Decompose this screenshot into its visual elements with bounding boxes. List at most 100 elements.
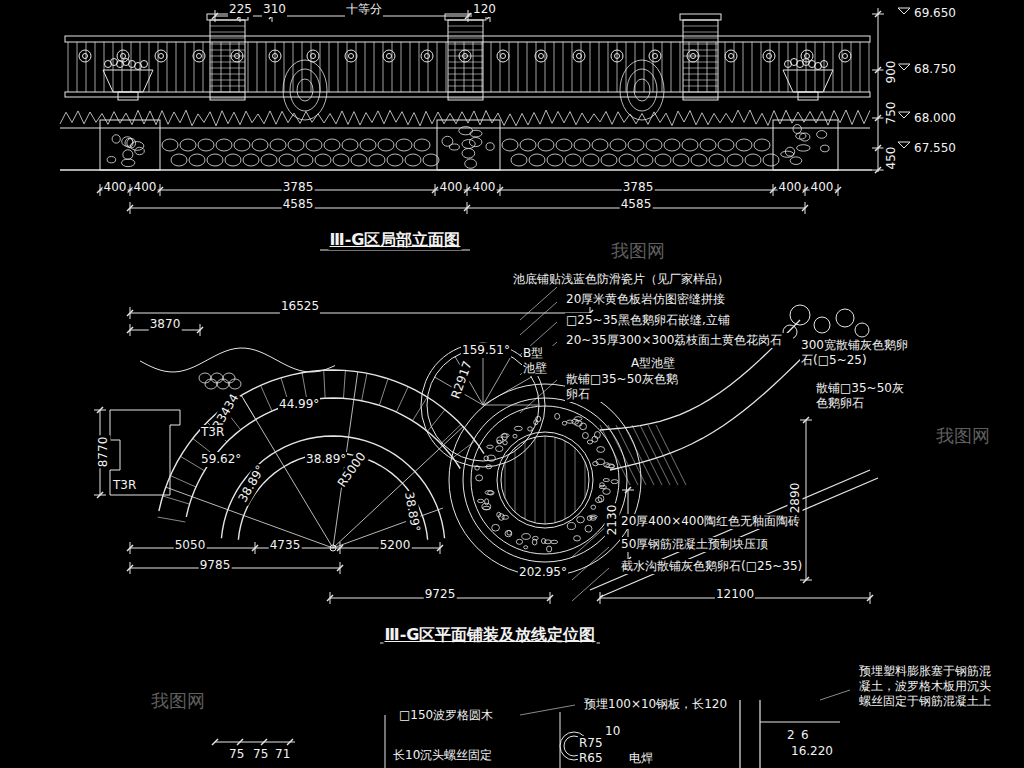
wall-cobble — [315, 154, 331, 166]
wall-cobble — [162, 139, 178, 151]
path-arc — [159, 370, 484, 511]
baluster — [185, 42, 186, 92]
baluster — [581, 42, 582, 92]
wall-cobble — [423, 154, 439, 166]
dimension-label: 长10沉头螺丝固定 — [392, 748, 493, 763]
pool-cobble — [496, 446, 503, 452]
paving-joint — [170, 476, 196, 487]
brick-course — [210, 86, 245, 87]
planting-edge — [60, 128, 870, 129]
dimension-label: 5050 — [174, 538, 207, 553]
baluster — [842, 42, 843, 92]
dimension-label: 2 — [786, 728, 796, 743]
pier-stone — [112, 135, 120, 143]
ground-line — [60, 169, 872, 171]
pool-cobble — [597, 447, 605, 453]
pool-cobble — [547, 546, 552, 552]
extension-line — [872, 148, 884, 149]
scroll-ornament — [383, 50, 395, 62]
wall-cobble — [342, 139, 358, 151]
dimension-label: R65 — [578, 751, 604, 766]
baluster — [590, 42, 591, 92]
pool-cobble — [503, 441, 507, 445]
pool-cobble — [541, 539, 545, 544]
wall-cobble — [351, 154, 367, 166]
pool-cobble — [591, 505, 596, 509]
wall-cobble — [646, 139, 662, 151]
dimension-label: 5200 — [379, 538, 412, 553]
dimension-line — [215, 742, 295, 743]
scroll-ornament — [273, 54, 278, 59]
pier-stone — [130, 142, 143, 151]
extension-line — [94, 410, 106, 411]
baluster — [365, 42, 366, 92]
baluster — [761, 42, 762, 92]
stone-drum — [620, 60, 664, 120]
baluster — [149, 42, 150, 92]
baluster — [509, 42, 510, 92]
dimension-label: 12100 — [715, 587, 755, 602]
pool-cobble — [482, 503, 491, 509]
dimension-label: 10 — [604, 724, 621, 739]
brick-course — [683, 62, 718, 63]
detail-line — [760, 722, 840, 723]
leader-line — [520, 342, 557, 375]
wall-cobble — [306, 139, 322, 151]
scroll-ornament — [611, 50, 623, 62]
channel-edge — [610, 345, 815, 470]
brick-course — [448, 68, 483, 69]
brick-course — [448, 92, 483, 93]
baluster — [644, 42, 645, 92]
paving-joint — [396, 387, 408, 412]
baluster — [689, 42, 690, 92]
pier-stone — [470, 130, 482, 137]
wall-cobble — [396, 139, 412, 151]
dimension-label: 20厚米黄色板岩仿图密缝拼接 — [565, 292, 726, 307]
drawing-title: Ⅲ-G区局部立面图 — [329, 230, 462, 250]
wall-cobble — [360, 139, 376, 151]
paving-joint — [261, 385, 272, 411]
rock — [223, 373, 235, 383]
paving-joint — [379, 379, 388, 406]
watermark: 我图网 — [150, 690, 206, 713]
top-rail — [65, 36, 870, 42]
baluster — [86, 42, 87, 92]
baluster — [671, 42, 672, 92]
wall-cobble — [736, 139, 752, 151]
baluster — [869, 42, 870, 92]
scroll-ornament — [725, 50, 737, 62]
baluster — [194, 42, 195, 92]
pool-cobble — [589, 515, 597, 518]
rock — [217, 379, 229, 389]
extension-line — [130, 562, 131, 574]
grate-line — [545, 436, 546, 524]
baluster — [293, 42, 294, 92]
pier-stone — [462, 140, 475, 149]
baluster — [500, 42, 501, 92]
boulder — [790, 305, 810, 325]
stone-pier — [100, 120, 160, 170]
planting-strip — [60, 110, 870, 126]
dimension-label: □25~35黑色鹅卵石嵌缝,立铺 — [565, 313, 731, 328]
pool-cobble — [575, 421, 582, 426]
pool-cobble — [603, 479, 609, 482]
pier-stone — [127, 138, 136, 148]
extension-line — [330, 592, 331, 604]
baluster — [527, 42, 528, 92]
pool-cobble — [551, 540, 558, 543]
brick-course — [683, 50, 718, 51]
wall-cobble — [538, 139, 554, 151]
baluster — [311, 42, 312, 92]
stone-pier — [773, 120, 838, 170]
extension-line — [838, 184, 839, 196]
baluster — [239, 42, 240, 92]
dimension-label: 400 — [778, 180, 803, 195]
fountain-basin — [497, 432, 593, 528]
baluster — [851, 42, 852, 92]
pier-stone — [465, 159, 477, 168]
paving-joint — [427, 410, 445, 432]
pier-stone — [486, 143, 494, 151]
wall-cobble — [324, 139, 340, 151]
extension-line — [440, 542, 441, 554]
scroll-ornament — [269, 50, 281, 62]
